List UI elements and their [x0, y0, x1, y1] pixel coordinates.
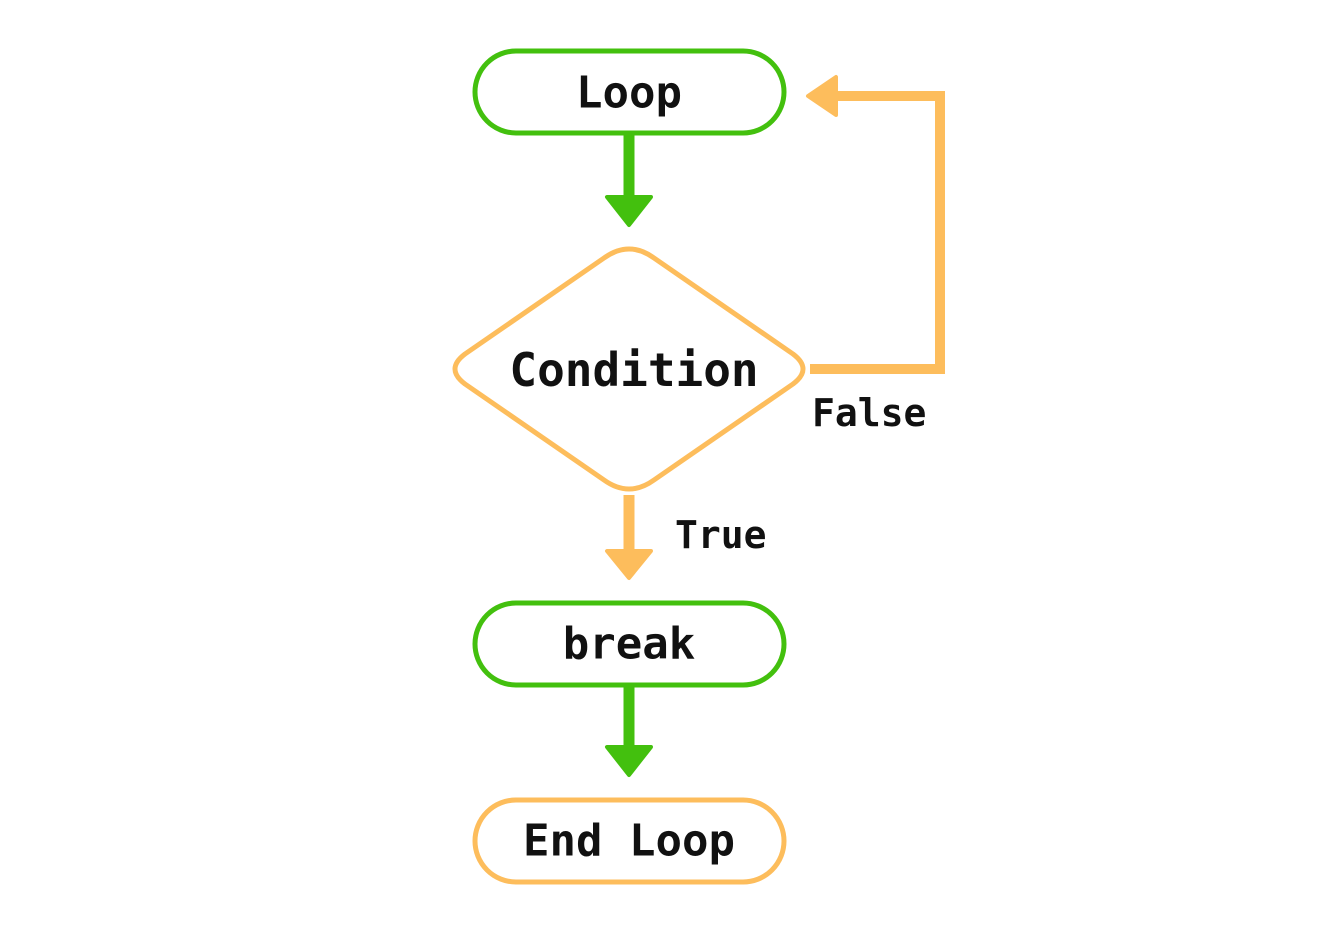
node-condition: Condition	[452, 246, 806, 492]
node-loop-label: Loop	[576, 68, 682, 119]
edge-condition-true	[605, 495, 653, 580]
edge-break-to-end	[605, 685, 653, 777]
node-loop: Loop	[472, 48, 787, 136]
node-end-loop-label: End Loop	[523, 816, 735, 867]
node-condition-label: Condition	[509, 343, 758, 397]
node-break: break	[472, 600, 787, 688]
node-end-loop: End Loop	[472, 797, 787, 885]
true-label: True	[675, 513, 767, 557]
edge-loop-to-condition	[605, 133, 653, 227]
node-break-label: break	[563, 619, 695, 670]
false-label: False	[812, 391, 926, 435]
edge-condition-false	[806, 75, 945, 374]
